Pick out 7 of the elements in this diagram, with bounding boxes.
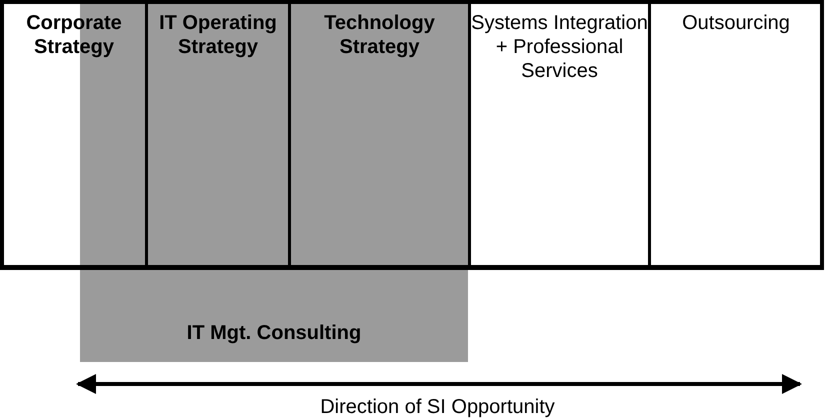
column-label: Systems Integration + Professional Services xyxy=(471,11,648,83)
column-label: Corporate Strategy xyxy=(25,11,123,59)
column-label: Outsourcing xyxy=(682,11,790,35)
direction-caption: Direction of SI Opportunity xyxy=(319,395,556,418)
column-label: IT Operating Strategy xyxy=(158,11,278,59)
band-label: IT Mgt. Consulting xyxy=(186,321,362,346)
column-label: Technology Strategy xyxy=(323,11,436,59)
